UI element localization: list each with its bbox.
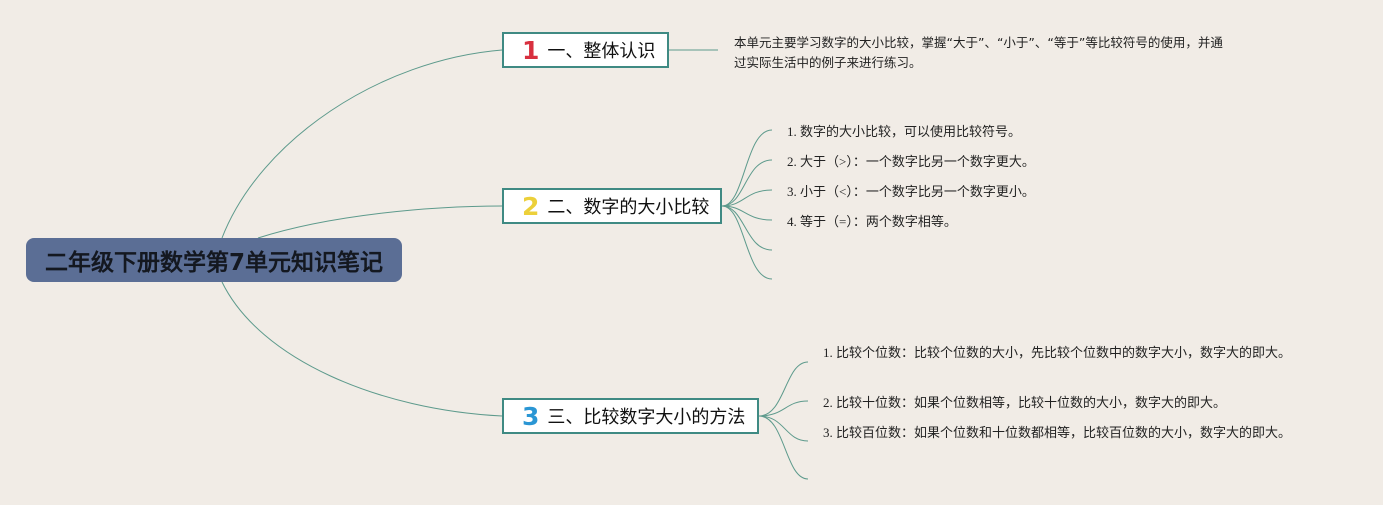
- topic-label: 三、比较数字大小的方法: [547, 407, 746, 428]
- topic-node-3[interactable]: 3 三、比较数字大小的方法: [502, 398, 759, 434]
- subtopic-3-3[interactable]: 3. 比较百位数：如果个位数和十位数都相等，比较百位数的大小，数字大的即大。: [823, 425, 1292, 440]
- root-title: 二年级下册数学第7单元知识笔记: [44, 250, 383, 276]
- root-to-topic3-line: [221, 281, 503, 417]
- topic3-branch-4: [758, 415, 809, 480]
- subtopic-2-1[interactable]: 1. 数字的大小比较，可以使用比较符号。: [787, 124, 1022, 139]
- topic2-branch-1: [721, 129, 773, 207]
- topic2-branch-6: [721, 205, 773, 280]
- root-to-topic1-line: [221, 49, 503, 239]
- topic3-branch-2: [758, 400, 809, 417]
- root-node[interactable]: 二年级下册数学第7单元知识笔记: [26, 238, 402, 282]
- topic-label: 二、数字的大小比较: [547, 197, 710, 218]
- topic2-branch-5: [721, 205, 773, 251]
- number-1-icon: 1: [522, 35, 540, 65]
- subtopic-3-1[interactable]: 1. 比较个位数：比较个位数的大小，先比较个位数中的数字大小，数字大的即大。: [823, 345, 1292, 360]
- topic-node-2[interactable]: 2 二、数字的大小比较: [502, 188, 722, 224]
- number-2-icon: 2: [522, 191, 540, 221]
- topic2-branch-2: [721, 159, 773, 207]
- number-3-icon: 3: [522, 401, 540, 431]
- topic-node-1[interactable]: 1 一、整体认识: [502, 32, 669, 68]
- subtopic-2-3[interactable]: 3. 小于（<）：一个数字比另一个数字更小。: [787, 184, 1035, 199]
- topic3-branch-3: [758, 415, 809, 442]
- topic3-branch-1: [758, 361, 809, 417]
- subtopic-2-4[interactable]: 4. 等于（=）：两个数字相等。: [787, 214, 957, 229]
- subtopic-3-2[interactable]: 2. 比较十位数：如果个位数相等，比较十位数的大小，数字大的即大。: [823, 395, 1227, 410]
- subtopic-2-2[interactable]: 2. 大于（>）：一个数字比另一个数字更大。: [787, 154, 1035, 169]
- topic1-note[interactable]: 本单元主要学习数字的大小比较，掌握“大于”、“小于”、“等于”等比较符号的使用，…: [734, 35, 1223, 70]
- topic-label: 一、整体认识: [547, 41, 656, 62]
- root-to-topic2-line: [257, 205, 503, 239]
- topic2-branch-3: [721, 189, 773, 207]
